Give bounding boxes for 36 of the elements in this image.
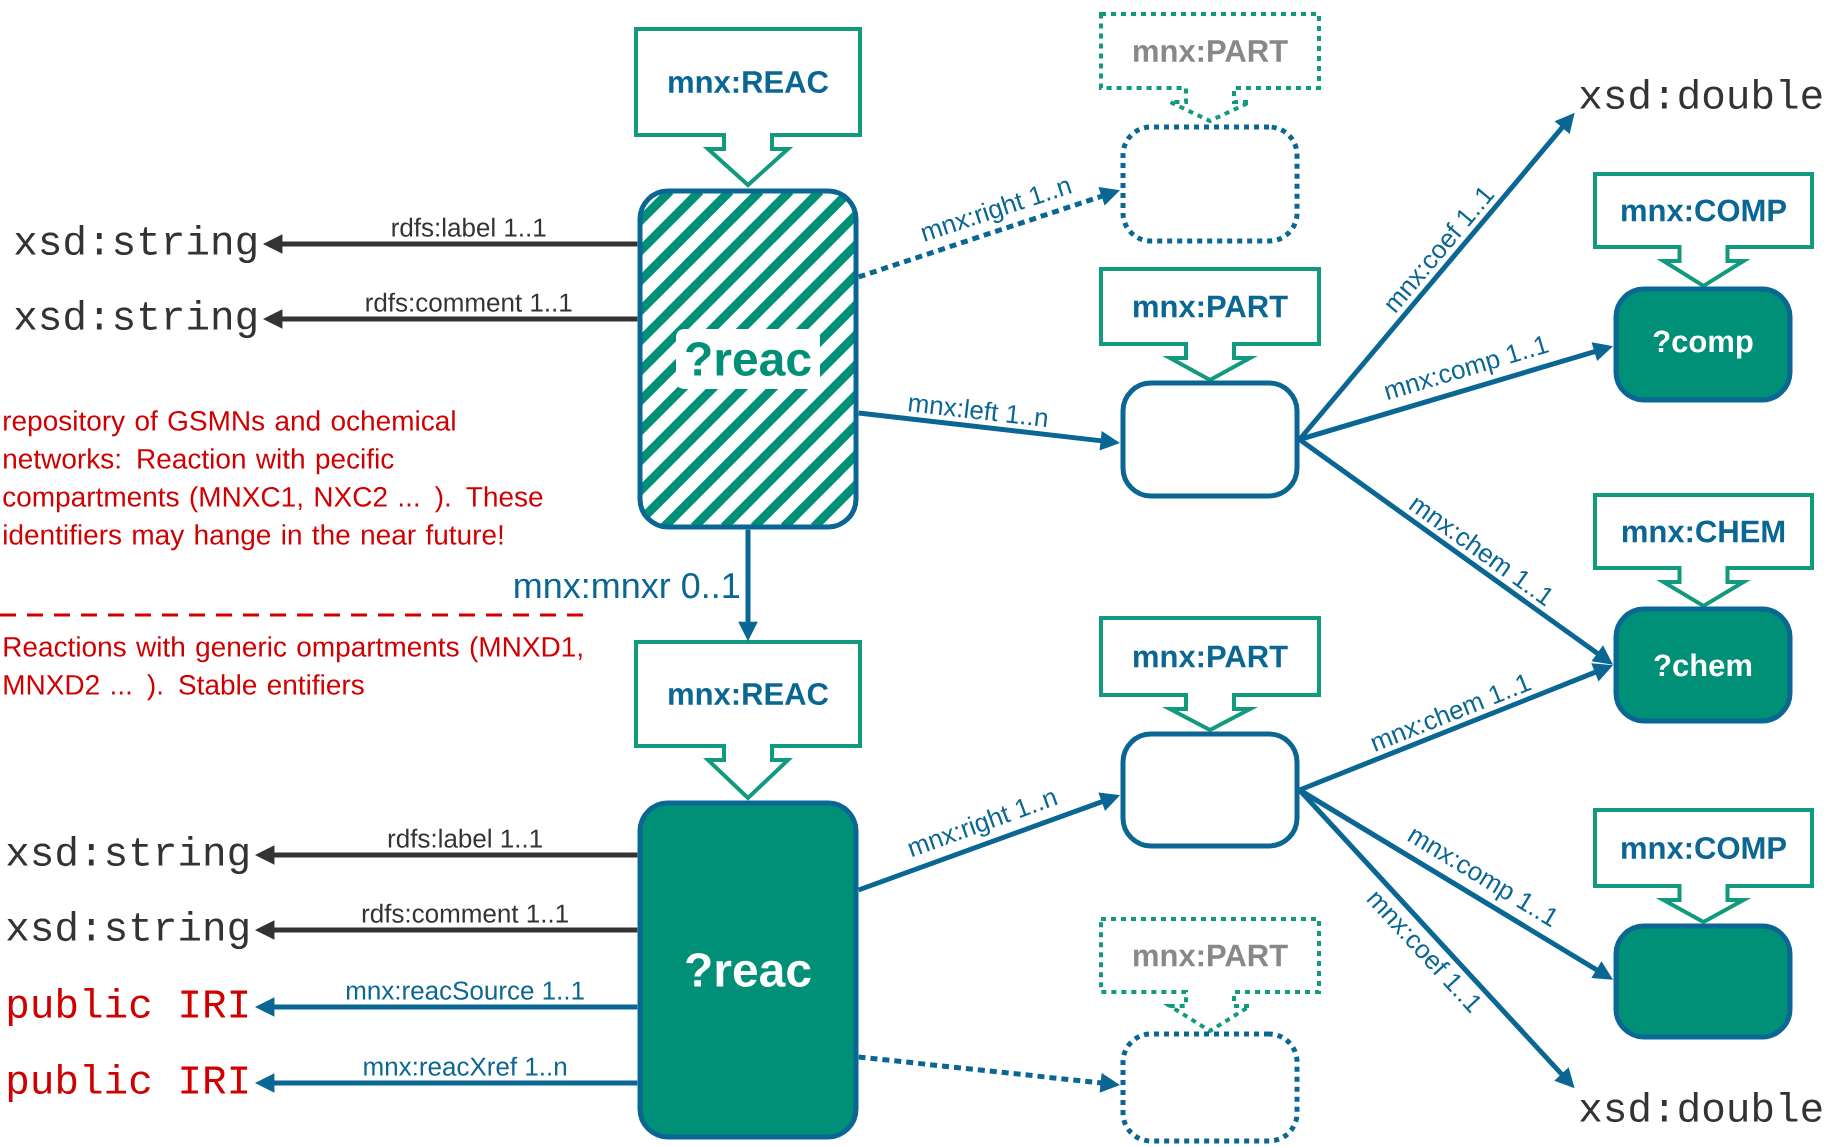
type-callout: mnx:REAC <box>634 640 862 801</box>
datatype-label: public IRI <box>8 987 248 1027</box>
note-text: Reactions with generic ompartments (MNXD1, MNXD2 ... ). Stable entifiers <box>4 636 582 701</box>
type-callout: mnx:PART <box>1099 917 1321 1034</box>
edge-label: mnx:mnxr 0..1 <box>510 570 743 601</box>
edge-label: rdfs:label 1..1 <box>385 826 546 850</box>
datatype-label: xsd:string <box>15 299 256 339</box>
empty-node-box <box>1613 923 1793 1040</box>
empty-node-box <box>1120 124 1300 244</box>
type-callout: mnx:PART <box>1099 267 1321 383</box>
reaction-box: ?reac <box>637 800 859 1140</box>
datatype-label: public IRI <box>8 1063 248 1103</box>
type-callout: mnx:COMP <box>1593 808 1814 925</box>
type-callout: mnx:COMP <box>1593 172 1814 289</box>
type-callout: mnx:PART <box>1099 12 1321 124</box>
edge-label: rdfs:comment 1..1 <box>359 901 572 925</box>
note-text: repository of GSMNs and ochemical networks: Reaction with pecific compartments (MNXC1, NXC2 ... ). These identifiers may hange in the near future! <box>3 410 543 551</box>
reaction-box: ?reac <box>637 188 859 530</box>
datatype-label: xsd:string <box>7 835 248 875</box>
datatype-label: xsd:string <box>7 910 248 950</box>
empty-node-box <box>1120 731 1300 849</box>
edge-label: rdfs:comment 1..1 <box>362 290 575 314</box>
edge-label: mnx:left 1..n <box>904 390 1052 430</box>
edge-label: mnx:reacSource 1..1 <box>343 979 588 1002</box>
datatype-label: xsd:double <box>1580 1091 1822 1123</box>
datatype-label: xsd:string <box>15 224 256 264</box>
datatype-label: xsd:double <box>1580 78 1822 110</box>
edge-label: mnx:reacXref 1..n <box>360 1054 570 1078</box>
reaction-box: ?chem <box>1613 606 1793 724</box>
edge-label: rdfs:label 1..1 <box>388 215 549 239</box>
type-callout: mnx:REAC <box>634 27 862 188</box>
type-callout: mnx:PART <box>1099 616 1321 733</box>
empty-node-box <box>1120 1031 1300 1144</box>
type-callout: mnx:CHEM <box>1593 493 1814 609</box>
empty-node-box <box>1120 380 1300 499</box>
reaction-box: ?comp <box>1613 286 1793 403</box>
